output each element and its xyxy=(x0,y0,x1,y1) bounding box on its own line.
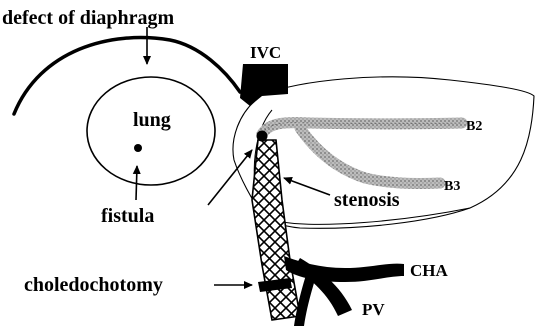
label-lung: lung xyxy=(133,109,171,131)
fistula-lung-arrow xyxy=(136,166,137,200)
fistula-dot xyxy=(257,131,268,142)
label-choledochotomy: choledochotomy xyxy=(24,274,163,296)
label-fistula: fistula xyxy=(101,205,154,227)
label-b2: B2 xyxy=(466,119,482,134)
label-stenosis: stenosis xyxy=(334,189,400,211)
b2-duct xyxy=(262,123,462,134)
stenosis-arrow xyxy=(284,178,330,195)
label-defect-of-diaphragm: defect of diaphragm xyxy=(2,7,175,29)
label-ivc: IVC xyxy=(250,43,281,62)
label-pv: PV xyxy=(362,300,385,319)
lung-outline xyxy=(87,77,215,185)
bile-duct-stent xyxy=(252,140,300,320)
label-b3: B3 xyxy=(444,179,460,194)
b3-duct xyxy=(300,128,440,183)
ivc-vessel xyxy=(240,64,288,106)
fistula-stent-arrow xyxy=(208,150,252,205)
label-cha: CHA xyxy=(410,261,449,280)
lung-fistula-dot xyxy=(134,144,142,152)
